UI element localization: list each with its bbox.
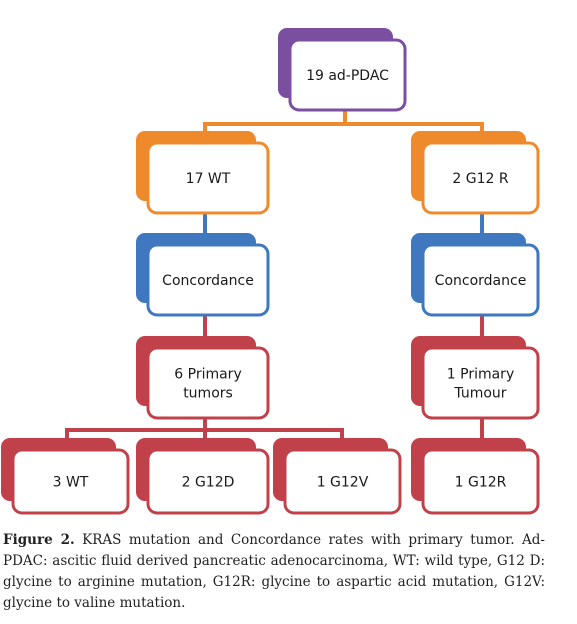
node-label: Concordance	[435, 273, 527, 289]
caption-text: KRAS mutation and Concordance rates with…	[3, 532, 545, 611]
node-front-card	[11, 448, 130, 515]
node-front-card	[421, 346, 540, 420]
node-label: 19 ad-PDAC	[306, 68, 389, 84]
node-leaf-wt: 3 WT	[1, 438, 130, 515]
node-label: 1 Primary	[447, 367, 514, 383]
node-front-card	[283, 448, 402, 515]
node-front-card	[421, 448, 540, 515]
node-wt: 17 WT	[136, 131, 270, 215]
node-label: tumors	[183, 386, 233, 402]
node-label: 2 G12 R	[452, 171, 508, 187]
node-leaf-g12r: 1 G12R	[411, 438, 540, 515]
figure-caption: Figure 2. KRAS mutation and Concordance …	[3, 530, 545, 614]
node-primary-left: 6 Primary tumors	[136, 336, 270, 420]
node-label: 2 G12D	[182, 475, 235, 491]
node-label: Tumour	[453, 386, 506, 402]
mutation-tree-diagram: 19 ad-PDAC 17 WT 2 G12 R Concordance Concord…	[1, 28, 540, 515]
caption-label: Figure 2.	[3, 532, 75, 548]
node-front-card	[288, 38, 407, 112]
nodes: 19 ad-PDAC 17 WT 2 G12 R Concordance Concord…	[1, 28, 540, 515]
node-leaf-g12v: 1 G12V	[273, 438, 402, 515]
node-front-card	[421, 141, 540, 215]
node-conc-right: Concordance	[411, 233, 540, 317]
node-label: Concordance	[162, 273, 254, 289]
node-label: 1 G12V	[317, 475, 369, 491]
node-front-card	[146, 243, 270, 317]
node-leaf-g12d: 2 G12D	[136, 438, 270, 515]
node-conc-left: Concordance	[136, 233, 270, 317]
node-label: 17 WT	[186, 171, 231, 187]
node-front-card	[146, 346, 270, 420]
node-label: 1 G12R	[455, 475, 507, 491]
node-g12r: 2 G12 R	[411, 131, 540, 215]
node-front-card	[146, 141, 270, 215]
node-front-card	[421, 243, 540, 317]
node-front-card	[146, 448, 270, 515]
node-label: 3 WT	[53, 475, 89, 491]
node-root: 19 ad-PDAC	[278, 28, 407, 112]
node-label: 6 Primary	[174, 367, 241, 383]
